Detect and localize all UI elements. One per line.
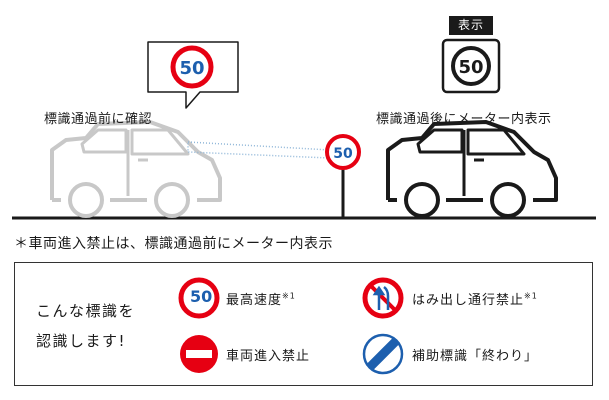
- legend-speed-sign-number: 50: [190, 287, 213, 306]
- left-caption: 標識通過前に確認: [44, 112, 153, 127]
- no-overtaking-sign-icon: [362, 277, 404, 319]
- legend-item-label: はみ出し通行禁止: [412, 293, 525, 308]
- legend-item-note: ※1: [282, 291, 296, 301]
- car-before-icon: [50, 120, 222, 218]
- legend-item-note: ※1: [524, 291, 538, 301]
- roadside-sign-number: 50: [333, 146, 353, 162]
- roadside-speed-sign-icon: [325, 134, 361, 218]
- meter-sign-number: 50: [458, 57, 483, 78]
- legend-item-label: 車両進入禁止: [226, 349, 311, 364]
- car-after-icon: [386, 120, 558, 218]
- bubble-sign-number: 50: [179, 58, 204, 79]
- legend-item-end-restriction: 補助標識「終わり」: [412, 345, 538, 364]
- legend-intro-line2: 認識します!: [36, 332, 127, 350]
- legend-item-label: 補助標識「終わり」: [412, 349, 539, 364]
- legend-intro: こんな標識を 認識します!: [36, 296, 135, 356]
- footnote: ＊車両進入禁止は、標識通過前にメーター内表示: [14, 236, 333, 252]
- end-of-restriction-sign-icon: [362, 333, 404, 375]
- legend-item-label: 最高速度: [226, 293, 283, 308]
- legend-item-no-overtaking: はみ出し通行禁止※1: [412, 289, 538, 308]
- speed-limit-sign-icon: [178, 277, 220, 319]
- legend-intro-line1: こんな標識を: [36, 302, 136, 320]
- legend-box: [14, 262, 593, 386]
- scene-illustration: 50 50 50: [12, 38, 596, 220]
- legend-item-no-entry: 車両進入禁止: [226, 345, 310, 364]
- meter-speed-sign-icon: [451, 46, 491, 86]
- legend-item-speed-limit: 最高速度※1: [226, 289, 296, 308]
- bubble-speed-sign-icon: [170, 45, 214, 89]
- legend-icons: [178, 277, 404, 375]
- display-badge: 表示: [449, 16, 493, 35]
- right-caption: 標識通過後にメーター内表示: [376, 112, 552, 127]
- no-entry-sign-icon: [180, 335, 218, 373]
- scan-beam: [187, 141, 331, 159]
- speech-bubble: [147, 41, 239, 109]
- meter-display: [441, 38, 501, 94]
